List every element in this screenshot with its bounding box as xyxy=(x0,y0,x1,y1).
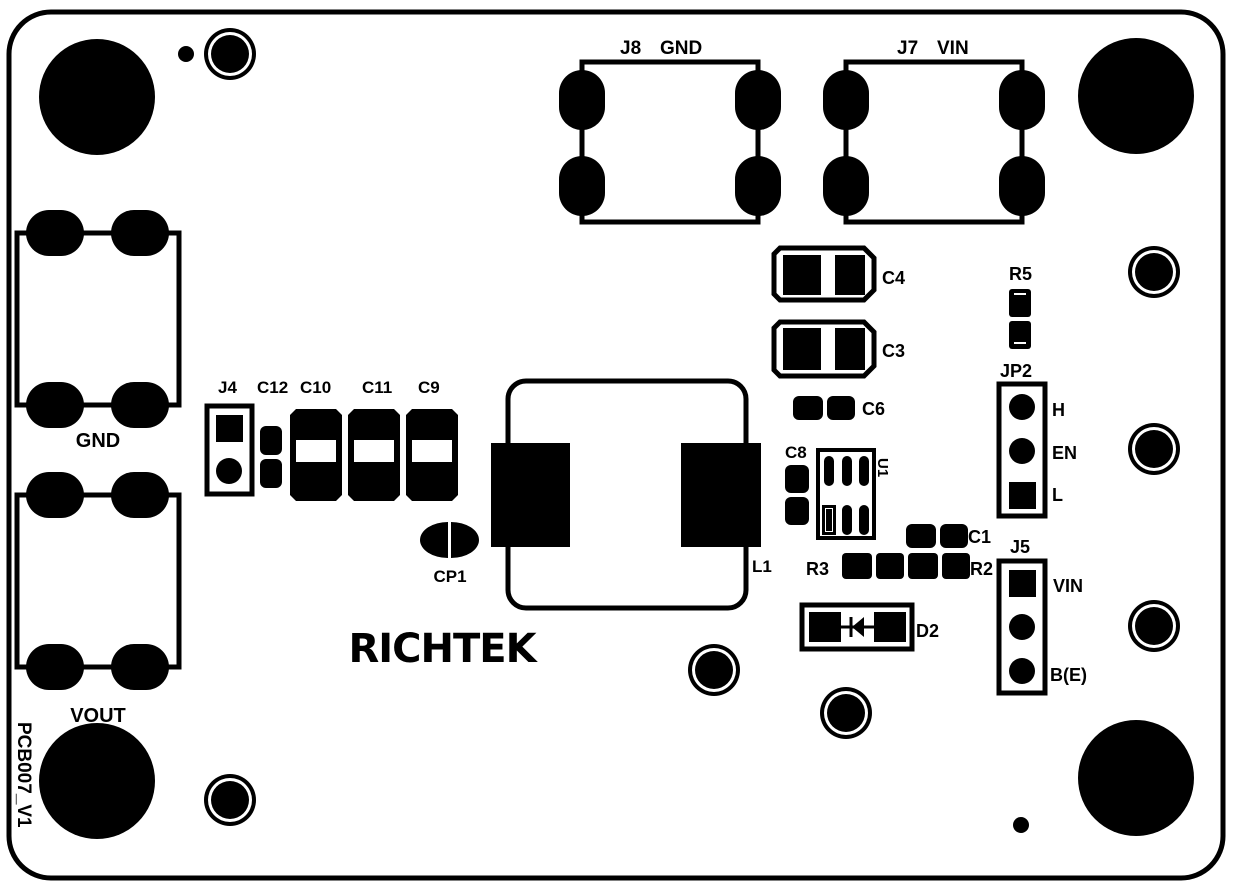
board-outline xyxy=(6,9,1226,881)
j8-net-label: GND xyxy=(660,38,702,59)
resistor-r5[interactable] xyxy=(1009,289,1031,349)
r2-ref-label: R2 xyxy=(970,559,993,579)
connector-j8[interactable] xyxy=(559,59,781,225)
j5-ref-label: J5 xyxy=(1010,537,1030,557)
test-point-center-2[interactable] xyxy=(820,687,872,739)
test-point-center-1[interactable] xyxy=(688,644,740,696)
j7-net-label: VIN xyxy=(937,38,969,59)
j7-ref-label: J7 xyxy=(897,38,918,59)
capacitor-c4[interactable] xyxy=(771,245,877,303)
capacitor-c9[interactable] xyxy=(406,409,458,501)
capacitor-c6[interactable] xyxy=(793,396,855,420)
capacitor-c1[interactable] xyxy=(906,524,968,548)
jp2-pin-h-label: H xyxy=(1052,400,1065,420)
diode-d2[interactable] xyxy=(799,602,915,652)
header-j4[interactable] xyxy=(204,403,255,497)
capacitor-c8[interactable] xyxy=(785,465,809,525)
u1-ref-label: U1 xyxy=(874,458,891,477)
fiducial-top xyxy=(178,46,194,62)
c1-ref-label: C1 xyxy=(968,527,991,547)
c6-ref-label: C6 xyxy=(862,399,885,419)
c3-ref-label: C3 xyxy=(882,341,905,361)
cp1-ref-label: CP1 xyxy=(433,567,466,586)
connector-left-vout[interactable] xyxy=(14,472,182,690)
jp2-pin-en-label: EN xyxy=(1052,443,1077,463)
c8-ref-label: C8 xyxy=(785,443,807,462)
c11-ref-label: C11 xyxy=(362,378,392,397)
j8-ref-label: J8 xyxy=(620,38,641,59)
r3-ref-label: R3 xyxy=(806,559,829,579)
inductor-l1[interactable] xyxy=(491,378,761,611)
resistor-r2[interactable] xyxy=(908,553,970,579)
header-j5[interactable] xyxy=(996,558,1048,696)
resistor-r3[interactable] xyxy=(842,553,904,579)
capacitor-c12[interactable] xyxy=(260,426,282,488)
l1-ref-label: L1 xyxy=(752,557,772,576)
capacitor-c10[interactable] xyxy=(290,409,342,501)
connector-j7[interactable] xyxy=(823,59,1045,225)
c12-ref-label: C12 xyxy=(257,378,288,397)
capacitor-cp1[interactable] xyxy=(420,522,479,558)
c4-ref-label: C4 xyxy=(882,268,905,288)
j5-pin-be-label: B(E) xyxy=(1050,665,1087,685)
header-jp2[interactable] xyxy=(996,381,1048,519)
mounting-hole-bottom-right xyxy=(1078,720,1194,836)
test-point-top-left[interactable] xyxy=(204,28,256,80)
test-point-bottom-left[interactable] xyxy=(204,774,256,826)
mounting-hole-top-left xyxy=(39,39,155,155)
capacitor-c11[interactable] xyxy=(348,409,400,501)
j5-pin-vin-label: VIN xyxy=(1053,576,1083,596)
mounting-hole-bottom-left xyxy=(39,723,155,839)
jp2-ref-label: JP2 xyxy=(1000,361,1032,381)
left-vout-label: VOUT xyxy=(70,705,126,727)
board-name-label: PCB007_V1 xyxy=(13,722,34,828)
test-point-right-2[interactable] xyxy=(1128,423,1180,475)
test-point-right-1[interactable] xyxy=(1128,246,1180,298)
test-point-right-3[interactable] xyxy=(1128,600,1180,652)
jp2-pin-l-label: L xyxy=(1052,485,1063,505)
fiducial-bottom xyxy=(1013,817,1029,833)
r5-ref-label: R5 xyxy=(1009,264,1032,284)
connector-left-gnd[interactable] xyxy=(14,210,182,428)
j4-ref-label: J4 xyxy=(218,378,237,397)
c10-ref-label: C10 xyxy=(300,378,331,397)
mounting-hole-top-right xyxy=(1078,38,1194,154)
left-gnd-label: GND xyxy=(76,430,120,452)
ic-u1[interactable] xyxy=(816,448,876,540)
d2-ref-label: D2 xyxy=(916,621,939,641)
c9-ref-label: C9 xyxy=(418,378,440,397)
capacitor-c3[interactable] xyxy=(771,319,877,379)
richtek-logo: RICHTEK xyxy=(348,626,538,672)
